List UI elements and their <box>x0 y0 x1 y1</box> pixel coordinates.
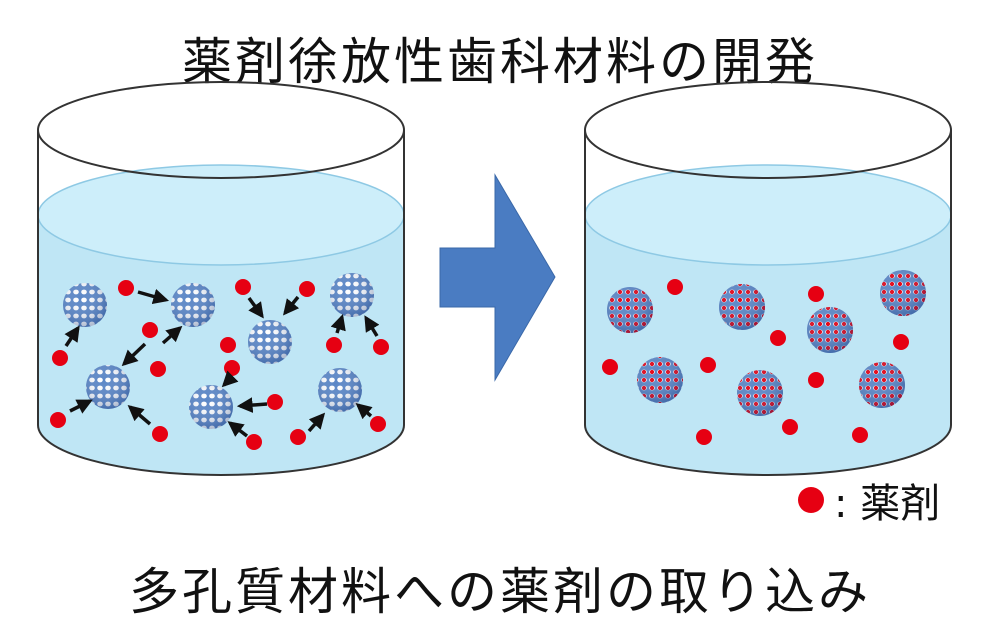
drug-loaded-particle <box>607 287 653 333</box>
water-surface <box>584 164 952 266</box>
drug-molecule <box>224 360 240 376</box>
drug-molecule <box>152 426 168 442</box>
motion-arrow <box>161 325 183 345</box>
beaker-wall <box>37 130 405 476</box>
drug-molecule <box>370 416 386 432</box>
drug-molecule <box>808 286 824 302</box>
drug-molecule <box>290 429 306 445</box>
motion-arrow <box>137 288 170 305</box>
porous-particle <box>86 365 130 409</box>
drug-molecule <box>808 372 824 388</box>
drug-molecule <box>696 429 712 445</box>
drug-loaded-particle <box>880 270 926 316</box>
porous-particle <box>189 385 233 429</box>
motion-arrow <box>69 399 93 414</box>
drug-molecule <box>700 357 716 373</box>
drug-molecule <box>150 361 166 377</box>
beaker-wall <box>584 130 952 476</box>
drug-molecule <box>893 334 909 350</box>
drug-molecule <box>220 337 236 353</box>
motion-arrow <box>64 325 80 347</box>
diagram-caption: 多孔質材料への薬剤の取り込み <box>129 563 871 621</box>
drug-loaded-particle <box>859 362 905 408</box>
drug-molecule <box>770 330 786 346</box>
porous-particle <box>318 368 362 412</box>
motion-arrow <box>221 370 239 388</box>
motion-arrow <box>283 295 300 316</box>
motion-arrow <box>127 404 152 426</box>
motion-arrow <box>236 397 268 413</box>
drug-molecule <box>118 280 134 296</box>
legend: : 薬剤 <box>798 478 940 527</box>
diagram-title: 薬剤徐放性歯科材料の開発 <box>182 33 818 91</box>
drug-molecule <box>267 394 283 410</box>
drug-molecule <box>326 337 342 353</box>
drug-loaded-particle <box>719 284 765 330</box>
motion-arrow <box>355 402 373 420</box>
beaker-rim <box>37 81 405 179</box>
water-surface <box>37 164 405 266</box>
drug-molecule <box>246 434 262 450</box>
drug-loaded-particle <box>737 370 783 416</box>
porous-particle <box>171 283 215 327</box>
motion-arrow <box>247 296 264 319</box>
legend-label: : 薬剤 <box>834 481 941 527</box>
porous-particle <box>248 320 292 364</box>
drug-molecule <box>667 279 683 295</box>
motion-arrow <box>121 342 147 367</box>
drug-molecule <box>602 359 618 375</box>
drug-molecule <box>52 350 68 366</box>
drug-legend-marker <box>798 487 824 513</box>
beaker-before <box>37 81 405 476</box>
drug-molecule <box>235 279 251 295</box>
drug-molecule <box>142 322 158 338</box>
drug-molecule <box>852 427 868 443</box>
drug-loaded-particle <box>637 357 683 403</box>
motion-arrow <box>330 313 346 334</box>
drug-molecule <box>782 419 798 435</box>
porous-particle <box>63 283 107 327</box>
beaker-rim <box>584 81 952 179</box>
porous-particle <box>330 273 374 317</box>
drug-molecule <box>299 281 315 297</box>
drug-molecule <box>50 412 66 428</box>
drug-loaded-particle <box>807 307 853 353</box>
drug-molecule <box>373 339 389 355</box>
motion-arrow <box>227 421 249 438</box>
beaker-after <box>584 81 952 476</box>
motion-arrow <box>364 315 380 337</box>
motion-arrow <box>307 412 326 433</box>
process-arrow <box>439 173 556 382</box>
